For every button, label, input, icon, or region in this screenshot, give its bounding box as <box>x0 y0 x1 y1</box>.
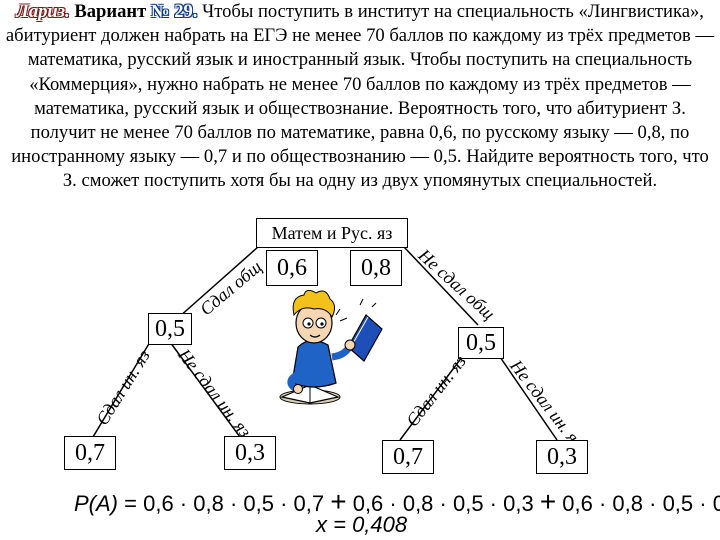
prob-math-box: 0,6 <box>266 250 318 286</box>
result-value: x = 0,408 <box>316 512 407 537</box>
root-node-label: Матем и Рус. яз <box>272 223 393 243</box>
formula-lhs: P(A) <box>74 491 118 516</box>
right-node-prob: 0,5 <box>466 330 496 356</box>
leaf-4: 0,3 <box>536 440 588 474</box>
leaf-1-prob: 0,7 <box>75 440 105 466</box>
root-node: Матем и Рус. яз <box>256 218 408 248</box>
prob-russian-box: 0,8 <box>350 250 402 286</box>
left-node: 0,5 <box>148 313 192 345</box>
leaf-2: 0,3 <box>224 436 276 470</box>
left-node-prob: 0,5 <box>155 316 185 342</box>
formula-result: x = 0,408 <box>316 512 407 538</box>
leaf-2-prob: 0,3 <box>235 440 265 466</box>
prob-russian: 0,8 <box>361 255 391 281</box>
prob-math: 0,6 <box>277 255 307 281</box>
formula-eq: = <box>124 491 137 516</box>
leaf-4-prob: 0,3 <box>547 444 577 470</box>
leaf-3-prob: 0,7 <box>393 444 423 470</box>
leaf-1: 0,7 <box>64 436 116 470</box>
student-reading-illustration <box>270 285 385 415</box>
leaf-3: 0,7 <box>382 440 434 474</box>
formula-term-1: 0,6 · 0,8 · 0,5 · 0,7 <box>143 491 324 516</box>
right-node: 0,5 <box>458 327 504 359</box>
formula-plus-2: + <box>540 486 556 517</box>
formula-term-3: 0,6 · 0,8 · 0,5 · 0,7 <box>562 491 720 516</box>
